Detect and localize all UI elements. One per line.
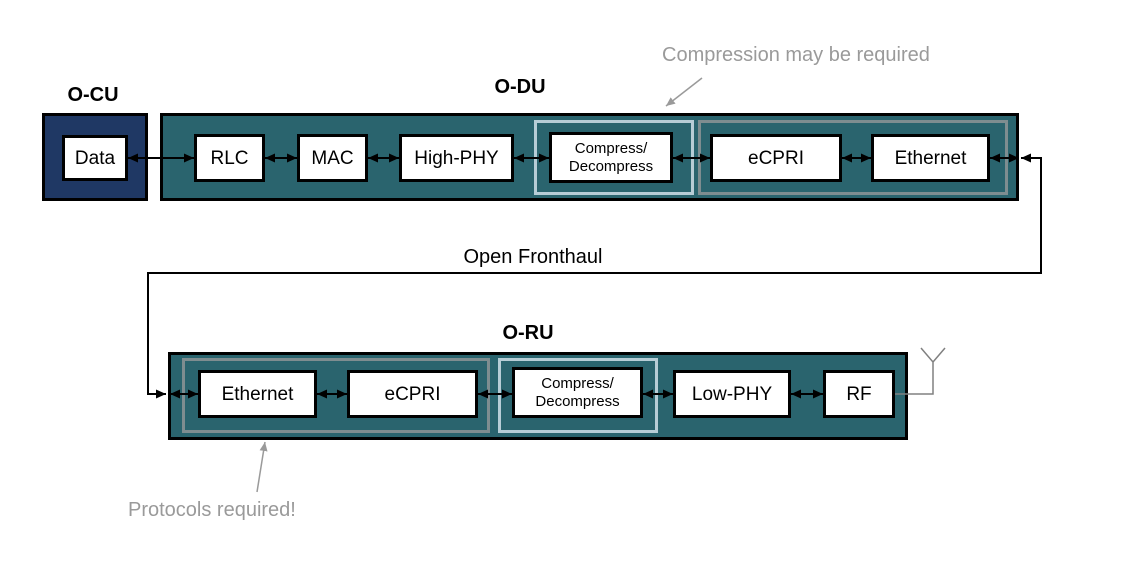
- oru-lowphy-box: Low-PHY: [673, 370, 791, 418]
- oru-rf-label: RF: [846, 383, 872, 405]
- odu-mac-box: MAC: [297, 134, 368, 182]
- protocols-note: Protocols required!: [128, 499, 296, 521]
- odu-highphy-label: High-PHY: [414, 147, 499, 169]
- oru-ecpri-box: eCPRI: [347, 370, 478, 418]
- protocols-note-arrow: [256, 441, 268, 493]
- compression-note: Compression may be required: [662, 44, 930, 66]
- oru-lowphy-label: Low-PHY: [691, 383, 773, 405]
- oru-ecpri-label: eCPRI: [384, 383, 441, 405]
- data-box-label: Data: [74, 147, 116, 169]
- ocu-title: O-CU: [67, 84, 119, 106]
- odu-ethernet-label: Ethernet: [894, 147, 967, 169]
- odu-compress-label-line1: Compress/: [574, 139, 648, 157]
- oru-compress-label-line1: Compress/: [541, 374, 614, 392]
- oru-title: O-RU: [502, 322, 554, 344]
- oru-compress-box: Compress/ Decompress: [512, 367, 643, 418]
- odu-highphy-box: High-PHY: [399, 134, 514, 182]
- odu-rlc-box: RLC: [194, 134, 265, 182]
- open-fronthaul-label: Open Fronthaul: [463, 246, 603, 268]
- oru-compress-label-line2: Decompress: [535, 392, 620, 410]
- odu-compress-label-line2: Decompress: [568, 157, 654, 175]
- oru-rf-box: RF: [823, 370, 895, 418]
- odu-mac-label: MAC: [311, 147, 354, 169]
- odu-compress-box: Compress/ Decompress: [549, 132, 673, 183]
- oru-ethernet-box: Ethernet: [198, 370, 317, 418]
- compression-note-arrow: [665, 77, 703, 107]
- data-box: Data: [62, 135, 128, 181]
- oru-ethernet-label: Ethernet: [221, 383, 294, 405]
- odu-ethernet-box: Ethernet: [871, 134, 990, 182]
- odu-ecpri-label: eCPRI: [748, 147, 804, 169]
- odu-title: O-DU: [494, 76, 546, 98]
- odu-rlc-label: RLC: [210, 147, 249, 169]
- odu-ecpri-box: eCPRI: [710, 134, 842, 182]
